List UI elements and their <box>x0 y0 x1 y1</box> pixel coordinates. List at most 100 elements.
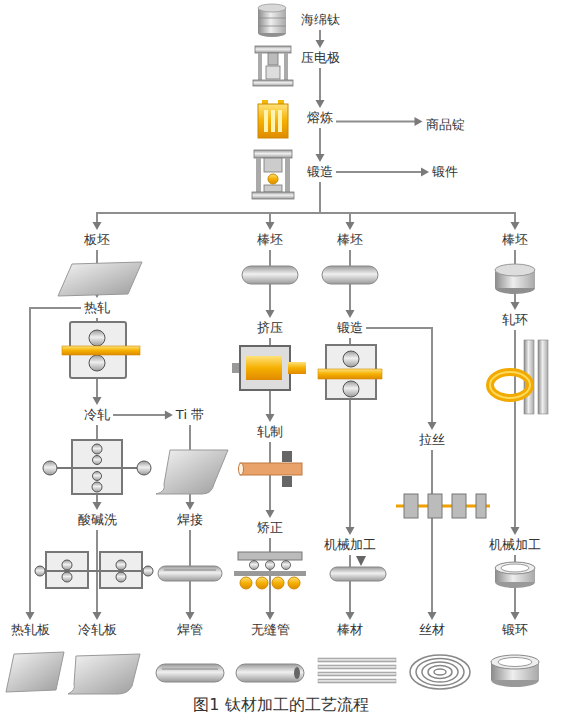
disc-billet-icon <box>495 264 535 276</box>
product-bars <box>318 658 396 662</box>
arrowhead <box>346 310 355 318</box>
pickling-line-icon <box>62 572 72 582</box>
tube-rolling-icon <box>239 451 303 487</box>
arrowhead <box>165 411 173 420</box>
process-step: 丝材 <box>416 620 448 640</box>
electrode-press-icon <box>268 53 278 65</box>
flow-line <box>514 330 516 528</box>
step-label: 锻环 <box>502 622 528 638</box>
extrusion-icon <box>288 362 306 374</box>
machined-ring-icon <box>495 562 535 574</box>
product-cold-sheet <box>68 654 140 694</box>
product-bars <box>318 665 396 669</box>
process-step: 轧环 <box>499 310 531 330</box>
straightening-icon <box>234 571 306 576</box>
product-wire-coil <box>428 666 452 679</box>
product-seamless-pipe <box>236 664 304 682</box>
arrowhead <box>93 502 102 510</box>
arrowhead <box>266 222 275 230</box>
process-step: 冷轧板 <box>75 620 120 640</box>
step-label: 焊接 <box>177 512 203 528</box>
process-step: 焊管 <box>174 620 206 640</box>
flow-line <box>113 414 166 416</box>
flow-line <box>431 450 433 613</box>
process-step: 板坯 <box>81 230 113 250</box>
product-bars <box>318 679 396 683</box>
step-label: 海绵钛 <box>301 12 340 28</box>
cold-rolling-icon <box>43 461 57 475</box>
straightening-icon <box>256 577 268 589</box>
product-welded-pipe <box>162 669 218 670</box>
tube-rolling-icon <box>239 463 244 475</box>
flow-line <box>319 68 321 101</box>
bar-forging-icon <box>318 345 382 399</box>
strip-sheet-icon <box>156 450 228 494</box>
forging-press-icon <box>264 158 282 172</box>
melting-furnace-icon <box>278 110 282 132</box>
straightening-icon <box>272 577 284 589</box>
product-wire-coil <box>416 659 464 686</box>
arrowhead <box>266 510 275 518</box>
flow-arrow <box>428 450 437 620</box>
welded-pipe-icon <box>158 566 222 581</box>
step-label: 棒材 <box>337 622 363 638</box>
arrowhead <box>346 527 355 535</box>
step-label: 冷轧 <box>84 407 110 423</box>
step-label: 棒坯 <box>502 232 528 248</box>
step-label: 丝材 <box>419 622 445 638</box>
billet-rod-icon <box>322 266 378 284</box>
straightening-icon <box>234 552 306 589</box>
electrode-press-icon <box>258 53 262 81</box>
straightening-icon <box>288 577 300 589</box>
hot-rolling-icon <box>62 346 140 355</box>
ring-rolling-icon <box>538 340 548 414</box>
sponge-titanium-icon <box>258 18 286 19</box>
process-step: 棒坯 <box>499 230 531 250</box>
arrowhead <box>511 612 520 620</box>
cold-rolling-icon <box>93 456 102 465</box>
product-welded-pipe <box>156 664 224 682</box>
sponge-titanium-icon <box>258 4 286 12</box>
flow-arrow <box>336 168 429 177</box>
process-step: 锻环 <box>499 620 531 640</box>
arrowhead <box>93 222 102 230</box>
arrowhead <box>511 222 520 230</box>
product-hot-plate <box>6 652 64 692</box>
wire-drawing-icon <box>396 494 490 518</box>
process-step: 酸碱洗 <box>75 510 120 530</box>
process-step: 机械加工 <box>321 535 379 555</box>
ring-rolling-icon <box>490 340 548 414</box>
hot-rolling-icon <box>62 322 140 378</box>
product-seamless-pipe <box>294 667 300 679</box>
process-step: 挤压 <box>254 318 286 338</box>
flow-arrow <box>316 68 325 108</box>
billet-rod-icon <box>242 266 378 284</box>
flow-line <box>320 182 350 223</box>
step-label: 熔炼 <box>307 110 333 126</box>
step-label: 机械加工 <box>324 537 376 553</box>
step-label: 无缝管 <box>251 622 290 638</box>
step-label: 棒坯 <box>257 232 283 248</box>
cold-rolling-icon <box>43 440 151 494</box>
product-seamless-pipe <box>236 664 304 682</box>
step-label: Ti 带 <box>176 407 204 423</box>
process-step: 锻造 <box>334 318 366 338</box>
process-step: 棒材 <box>334 620 366 640</box>
wire-drawing-icon <box>476 494 486 518</box>
slab-icon <box>58 262 142 296</box>
flow-arrow <box>320 182 520 230</box>
arrowhead <box>266 612 275 620</box>
melting-furnace-icon <box>271 110 275 132</box>
process-step: 无缝管 <box>248 620 293 640</box>
arrowhead <box>266 414 275 422</box>
product-cold-sheet <box>68 654 140 694</box>
pickling-line-icon <box>143 566 153 576</box>
electrode-press-icon <box>255 46 291 53</box>
step-label: 锻件 <box>432 164 458 180</box>
pickling-line-icon <box>116 572 126 582</box>
product-welded-pipe <box>156 664 224 682</box>
machined-bar-icon <box>356 556 366 566</box>
process-step: Ti 带 <box>173 405 207 425</box>
